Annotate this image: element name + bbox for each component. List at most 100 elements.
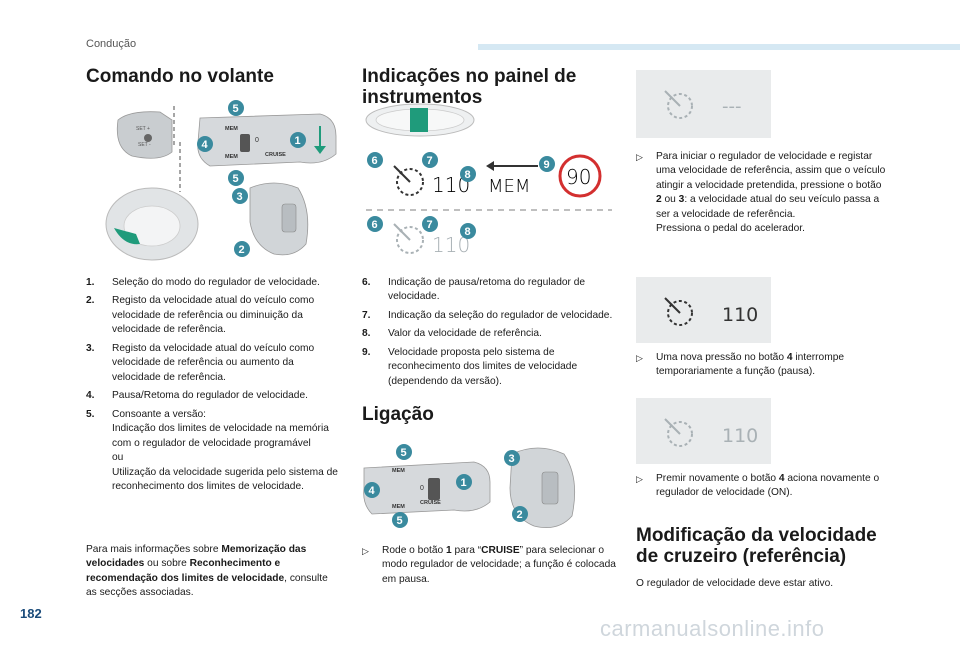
watermark: carmanualsonline.info xyxy=(600,616,825,641)
list-item-number: 3. xyxy=(86,342,95,354)
list-item: 5. Consoante a versão: Indicação dos limi… xyxy=(86,408,338,495)
badge-2: 2 xyxy=(234,241,250,257)
list-item-number: 1. xyxy=(86,277,95,288)
list-item-number: 2. xyxy=(86,295,95,307)
list-item: 4.Pausa/Retoma do regulador de velocidad… xyxy=(86,389,338,403)
svg-text:7: 7 xyxy=(427,219,433,231)
bullet-iniciar: ▷ Para iniciar o regulador de velocidade… xyxy=(636,150,888,237)
list-item: 2.Registo da velocidade atual do veículo… xyxy=(86,294,338,337)
svg-text:5: 5 xyxy=(233,173,239,185)
list-item: 9. Velocidade proposta pelo sistema de re… xyxy=(362,346,614,389)
list-item-number: 9. xyxy=(362,346,371,358)
stalk2-thumb-wheel xyxy=(428,478,440,500)
arrow-right-triangle-icon: ▷ xyxy=(636,474,643,484)
svg-text:6: 6 xyxy=(372,155,378,167)
arrow-right-triangle-icon: ▷ xyxy=(636,152,643,162)
cluster-mem-label: MEM xyxy=(488,176,530,197)
list-item-number: 8. xyxy=(362,328,371,340)
stalk2-mem-top: MEM xyxy=(392,468,405,474)
svg-text:3: 3 xyxy=(509,453,515,465)
list-item: 1. Seleção do modo do regulador de veloci… xyxy=(86,276,338,290)
stalk-cruise-label: CRUISE xyxy=(265,152,286,158)
steering-wheel-highlight xyxy=(114,228,140,245)
badge-5-top: 5 xyxy=(228,100,244,116)
badge-7-top: 7 xyxy=(422,152,438,168)
list-item-number: 6. xyxy=(362,277,371,288)
bullet-premir: ▷ Premir novamente o botão 4 aciona nova… xyxy=(636,472,888,501)
display-panel-waiting: --- xyxy=(636,70,771,138)
instrument-cluster-illustration: 110 MEM 90 110 6 7 8 9 6 7 8 xyxy=(365,103,612,257)
speedometer-cruise-icon-paused xyxy=(393,223,424,254)
more-info-paragraph: Para mais informações sobre Memorização … xyxy=(86,543,338,601)
cluster-limit-value: 90 xyxy=(566,165,591,189)
more-info-bold-1: Memorização das velocidades xyxy=(86,544,307,570)
stalk-small-knob xyxy=(144,134,152,142)
badge-9: 9 xyxy=(539,156,555,172)
stalk-illustration: MEM MEM 0 CRUISE 5 4 1 5 3 2 xyxy=(363,444,576,529)
svg-text:4: 4 xyxy=(369,485,376,497)
speedometer-cruise-icon-on xyxy=(664,297,693,326)
list-item-number: 5. xyxy=(86,408,95,420)
more-info-text-2: ou sobre xyxy=(144,558,190,570)
badge2-1: 1 xyxy=(456,474,472,490)
svg-text:5: 5 xyxy=(401,447,407,459)
badge-6-top: 6 xyxy=(367,152,383,168)
list-item-text: Velocidade proposta pelo sistema de reco… xyxy=(388,346,578,387)
heading-indicacoes: Indicações no painel de instrumentos xyxy=(362,66,577,109)
page-number: 182 xyxy=(20,606,42,621)
speedometer-cruise-icon-pause xyxy=(664,418,693,447)
svg-text:8: 8 xyxy=(465,169,471,181)
list-item: 8. Valor da velocidade de referência. xyxy=(362,327,614,341)
badge-6-bottom: 6 xyxy=(367,216,383,232)
list-comando: 1. Seleção do modo do regulador de veloci… xyxy=(86,276,338,499)
bullet-nova-pressao: ▷ Uma nova pressão no botão 4 interrompe… xyxy=(636,351,888,380)
badge2-5-bottom: 5 xyxy=(392,512,408,528)
list-item-text: Valor da velocidade de referência. xyxy=(388,328,542,340)
badge-5-bottom: 5 xyxy=(228,170,244,186)
list-indicacoes: 6. Indicação de pausa/retoma do regulador… xyxy=(362,276,614,393)
list-item: 6. Indicação de pausa/retoma do regulador… xyxy=(362,276,614,305)
stalk-zero-label: 0 xyxy=(255,137,259,144)
svg-text:7: 7 xyxy=(427,155,433,167)
list-item-text: Registo da velocidade atual do veículo c… xyxy=(112,342,315,383)
list-item-text: Indicação de pausa/retoma do regulador d… xyxy=(388,277,586,303)
svg-text:2: 2 xyxy=(517,509,523,521)
speedometer-cruise-icon-active xyxy=(393,165,424,196)
arrow-right-triangle-icon: ▷ xyxy=(362,546,369,556)
display-panel-paused: 110 xyxy=(636,398,771,464)
svg-text:3: 3 xyxy=(237,191,243,203)
list-item-text: Pausa/Retoma do regulador de velocidade. xyxy=(112,390,308,402)
stalk2-mem-bottom: MEM xyxy=(392,504,405,510)
svg-text:2: 2 xyxy=(239,244,245,256)
list-item-text: Seleção do modo do regulador de velocida… xyxy=(112,277,320,288)
badge2-5-top: 5 xyxy=(396,444,412,460)
badge2-3: 3 xyxy=(504,450,520,466)
stalk-small-set-plus: SET + xyxy=(136,126,150,132)
header-bar xyxy=(478,44,960,50)
badge-1: 1 xyxy=(290,132,306,148)
stalk-mem-label-bottom: MEM xyxy=(225,154,238,160)
bullet-rode: ▷ Rode o botão 1 para “CRUISE” para sele… xyxy=(362,544,624,587)
display3-value: 110 xyxy=(722,425,758,447)
svg-text:5: 5 xyxy=(233,103,239,115)
svg-text:5: 5 xyxy=(397,515,403,527)
more-info-text-3: , consulte as secções associadas. xyxy=(86,572,328,599)
badge-4: 4 xyxy=(197,136,213,152)
svg-text:8: 8 xyxy=(465,226,471,238)
display-panel-active: 110 xyxy=(636,277,771,343)
cluster-highlight xyxy=(410,108,428,132)
speedometer-cruise-icon-dim xyxy=(664,90,693,119)
list-item: 7.Indicação da seleção do regulador de v… xyxy=(362,309,614,323)
badge-3: 3 xyxy=(232,188,248,204)
section-name: Condução xyxy=(86,38,137,50)
more-info-bold-2: Reconhecimento e recomendação dos limite… xyxy=(86,558,285,584)
svg-text:4: 4 xyxy=(202,139,209,151)
display2-value: 110 xyxy=(722,304,758,326)
badge2-4: 4 xyxy=(364,482,380,498)
arrow-right-triangle-icon: ▷ xyxy=(636,353,643,363)
steering-wheel-illustration: SET + SET - MEM MEM 0 CRUISE 5 4 1 5 3 2 xyxy=(105,100,337,261)
display1-value: --- xyxy=(722,96,742,117)
svg-text:6: 6 xyxy=(372,219,378,231)
list-item-text: Consoante a versão: Indicação dos limite… xyxy=(112,408,338,493)
svg-text:1: 1 xyxy=(295,135,301,147)
